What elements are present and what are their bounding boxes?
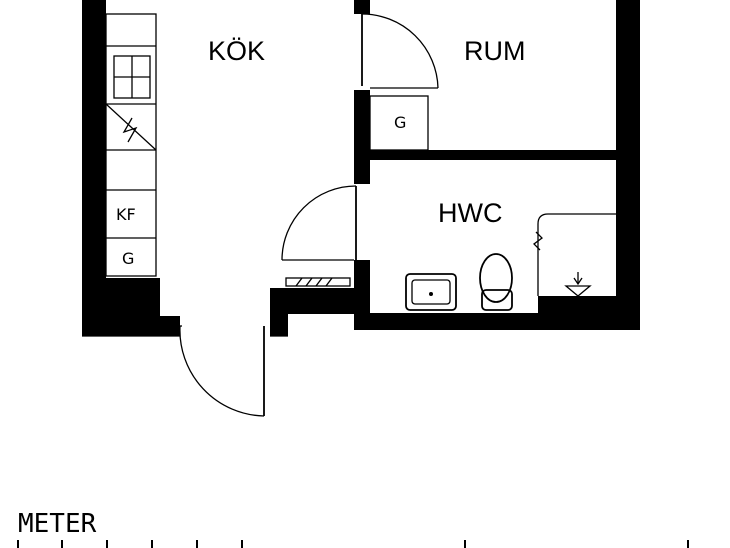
shower-icon xyxy=(533,213,616,296)
floor-drain-icon xyxy=(564,272,592,297)
room-closet-label: G xyxy=(394,113,406,132)
walls xyxy=(82,0,640,336)
scale-bar: METER xyxy=(17,509,689,548)
wall-partition-lower xyxy=(354,260,370,314)
wall-partition-mid xyxy=(354,90,370,184)
washbasin-icon xyxy=(405,273,457,311)
wall-entrance-right-jamb xyxy=(270,288,354,314)
doors xyxy=(179,13,439,417)
wall-bathroom-bottom xyxy=(354,313,640,330)
toilet-icon xyxy=(479,253,513,311)
room-label-kitchen: KÖK xyxy=(208,36,265,66)
wall-entrance-left-jamb xyxy=(82,278,160,336)
wall-entrance-right-notch xyxy=(270,314,288,336)
door-bathroom xyxy=(281,185,357,261)
room-label-room: RUM xyxy=(464,36,526,66)
wall-bathroom-corner-right xyxy=(538,296,616,313)
dishwasher-zigzag-icon xyxy=(122,117,138,143)
scale-ticks xyxy=(17,540,689,548)
bathroom-fixtures xyxy=(285,213,616,311)
fridge-freezer-label: KF xyxy=(116,205,136,224)
door-room xyxy=(361,13,439,89)
room-label-bathroom: HWC xyxy=(438,198,502,228)
door-entrance xyxy=(179,325,265,417)
wall-room-bathroom xyxy=(354,150,640,160)
radiator-icon xyxy=(285,277,351,287)
room-closet: G xyxy=(369,95,429,151)
wall-entrance-left-notch xyxy=(160,316,180,336)
wall-partition-top-stub xyxy=(354,0,370,14)
wall-right-exterior xyxy=(616,0,640,330)
kitchen-counter: KF G xyxy=(105,13,157,277)
kitchen-closet-label: G xyxy=(122,249,134,268)
scale-label: METER xyxy=(18,509,97,539)
